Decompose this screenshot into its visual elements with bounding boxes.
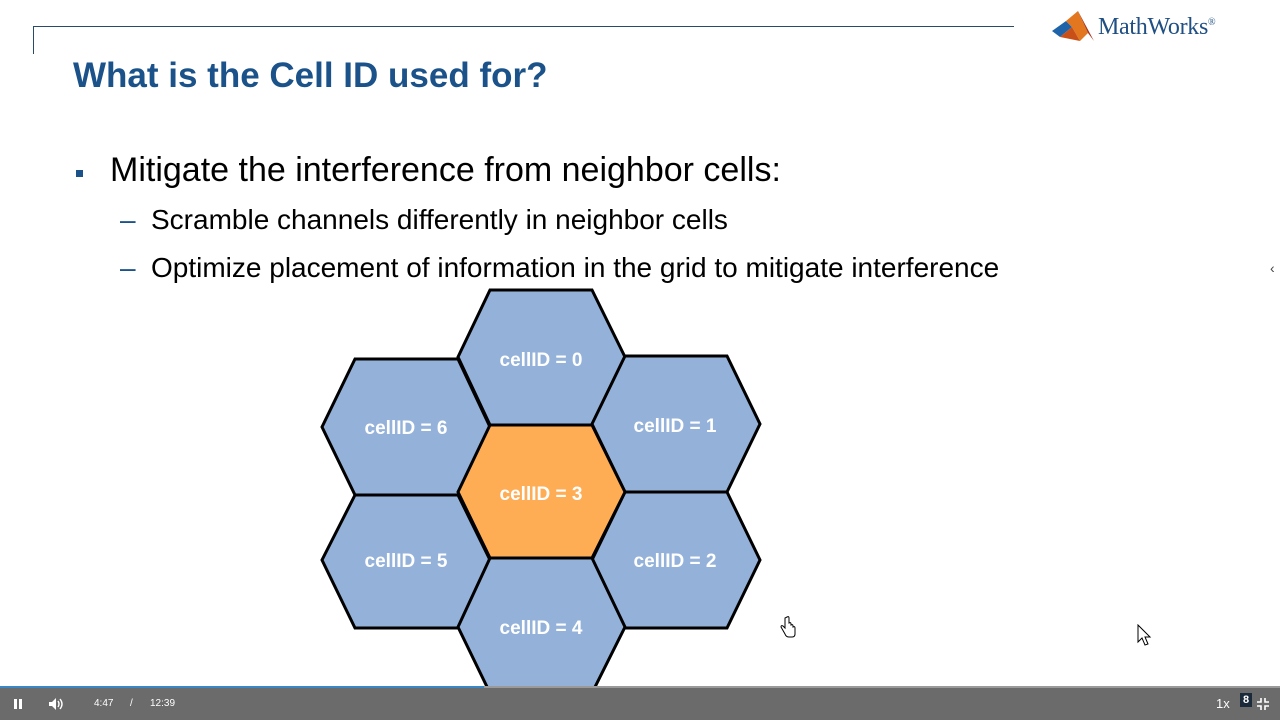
hex-cell: cellID = 1 bbox=[590, 354, 762, 494]
time-separator: / bbox=[130, 698, 133, 709]
player-controls: 4:47 / 12:39 1x bbox=[0, 688, 1280, 720]
mathworks-logo: MathWorks® bbox=[1052, 10, 1216, 44]
hex-cell-highlighted: cellID = 3 bbox=[456, 423, 627, 560]
hex-cell-label: cellID = 0 bbox=[500, 350, 583, 371]
duration: 12:39 bbox=[150, 698, 176, 709]
hex-cell: cellID = 4 bbox=[456, 556, 627, 688]
bullet-marker bbox=[76, 170, 83, 177]
slide: MathWorks® What is the Cell ID used for?… bbox=[33, 10, 1275, 688]
hex-cell: cellID = 0 bbox=[456, 288, 627, 427]
playback-speed-button[interactable]: 1x bbox=[1216, 696, 1230, 711]
edge-glyph: ‹ bbox=[1270, 260, 1275, 276]
sub-bullet: –Scramble channels differently in neighb… bbox=[120, 204, 728, 236]
hex-cell: cellID = 5 bbox=[320, 493, 492, 630]
hex-cell-diagram: cellID = 0 cellID = 6 cellID = 1 cellID … bbox=[320, 288, 762, 688]
hex-cell-shape bbox=[456, 423, 627, 560]
slide-frame-corner bbox=[33, 26, 34, 54]
membrane-logo-icon bbox=[1052, 11, 1094, 41]
sub-bullet-marker: – bbox=[120, 252, 136, 283]
hand-cursor-icon bbox=[780, 616, 796, 638]
hex-cell-label: cellID = 3 bbox=[500, 484, 583, 505]
sub-bullet-text: Scramble channels differently in neighbo… bbox=[151, 204, 728, 235]
volume-button[interactable] bbox=[44, 688, 68, 720]
hex-cell-label: cellID = 6 bbox=[365, 418, 448, 439]
pause-icon bbox=[14, 699, 22, 709]
logo-text: MathWorks® bbox=[1098, 13, 1216, 40]
slide-frame-line bbox=[33, 26, 1014, 27]
exit-fullscreen-icon bbox=[1257, 698, 1269, 710]
hex-cell-label: cellID = 5 bbox=[365, 551, 448, 572]
arrow-cursor-icon bbox=[1137, 624, 1152, 646]
slide-title: What is the Cell ID used for? bbox=[73, 56, 548, 95]
current-time: 4:47 bbox=[94, 698, 114, 709]
pause-button[interactable] bbox=[6, 688, 30, 720]
hex-cell-label: cellID = 1 bbox=[634, 416, 717, 437]
hex-cell-label: cellID = 2 bbox=[634, 551, 717, 572]
sub-bullet-text: Optimize placement of information in the… bbox=[151, 252, 1000, 283]
sub-bullet: –Optimize placement of information in th… bbox=[120, 252, 999, 284]
sub-bullet-marker: – bbox=[120, 204, 136, 235]
volume-icon bbox=[49, 698, 63, 710]
hex-cell-label: cellID = 4 bbox=[500, 618, 583, 639]
exit-fullscreen-button[interactable] bbox=[1252, 688, 1274, 720]
chapter-badge[interactable]: 8 bbox=[1240, 693, 1252, 707]
bullet-text: Mitigate the interference from neighbor … bbox=[110, 151, 781, 189]
